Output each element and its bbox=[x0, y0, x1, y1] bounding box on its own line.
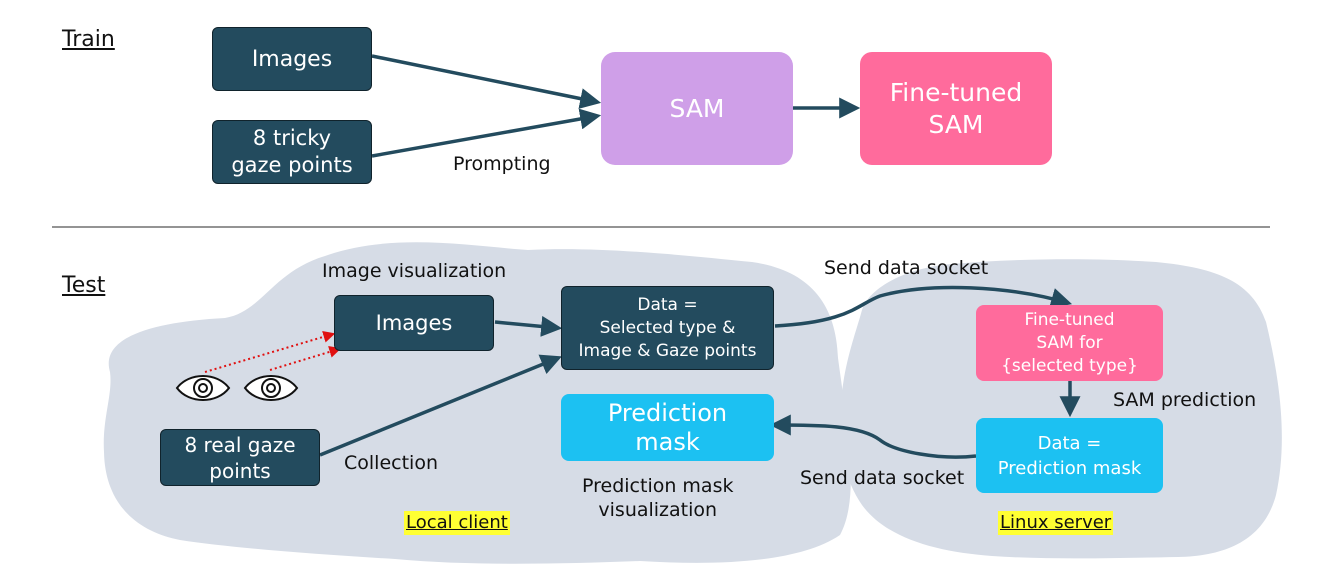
test-images-box: Images bbox=[334, 295, 494, 351]
data-selected-box: Data = Selected type & Image & Gaze poin… bbox=[561, 286, 774, 370]
send-data-socket-top-label: Send data socket bbox=[824, 257, 989, 279]
collection-label: Collection bbox=[344, 452, 438, 474]
linux-server-label: Linux server bbox=[998, 511, 1114, 535]
prediction-mask-visualization-label: Prediction mask visualization bbox=[582, 475, 734, 521]
eye-icon bbox=[175, 375, 231, 401]
prompting-label: Prompting bbox=[453, 153, 551, 175]
real-gaze-points-box: 8 real gaze points bbox=[160, 429, 320, 486]
train-images-box: Images bbox=[212, 27, 372, 91]
test-section-label: Test bbox=[62, 273, 106, 298]
gaze-arrow-1 bbox=[204, 330, 336, 373]
arrow-data-to-server bbox=[774, 285, 1073, 328]
image-visualization-label: Image visualization bbox=[322, 260, 507, 282]
arrow-tricky-to-sam bbox=[371, 108, 602, 158]
data-prediction-box: Data = Prediction mask bbox=[976, 418, 1163, 493]
prediction-mask-box: Prediction mask bbox=[561, 394, 774, 461]
send-data-socket-bottom-label: Send data socket bbox=[800, 467, 965, 489]
local-client-label: Local client bbox=[404, 511, 510, 535]
arrow-images-to-sam bbox=[371, 54, 602, 109]
gaze-arrow-2 bbox=[269, 346, 342, 371]
sam-prediction-label: SAM prediction bbox=[1113, 389, 1257, 411]
eye-icon bbox=[243, 375, 299, 401]
sam-box: SAM bbox=[601, 52, 793, 165]
fine-tuned-sam-box: Fine-tuned SAM bbox=[860, 52, 1052, 165]
arrow-server-to-mask bbox=[769, 414, 977, 459]
tricky-gaze-points-box: 8 tricky gaze points bbox=[212, 120, 372, 184]
train-section-label: Train bbox=[62, 27, 115, 52]
arrow-images-to-data bbox=[494, 315, 563, 337]
arrow-realgaze-to-data bbox=[319, 354, 562, 457]
fine-tuned-selected-box: Fine-tuned SAM for {selected type} bbox=[976, 305, 1163, 381]
